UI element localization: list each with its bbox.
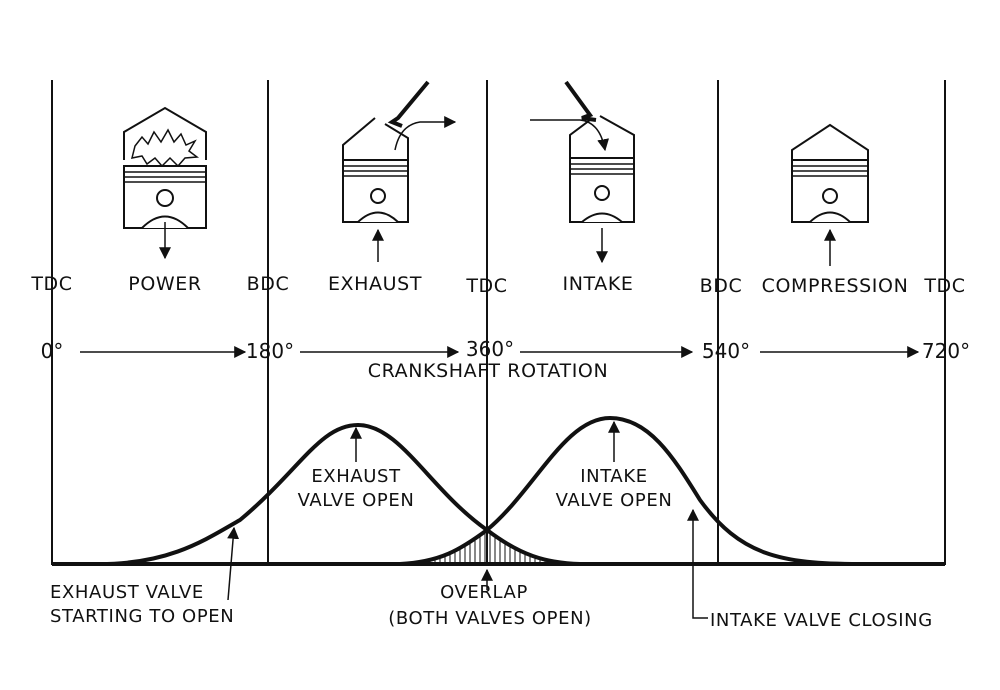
dc-label-2: BDC — [247, 273, 290, 295]
stroke-label-intake: INTAKE — [562, 273, 633, 295]
intake-stroke-piston — [530, 80, 635, 264]
dc-label-1: TDC — [30, 273, 72, 295]
intake-curve-label-line1: INTAKE — [580, 466, 647, 487]
exhaust-stroke-piston — [342, 80, 457, 262]
intake-closing-label: INTAKE VALVE CLOSING — [710, 610, 933, 631]
angle-label-720: 720° — [922, 339, 970, 363]
dc-label-5: TDC — [923, 275, 965, 297]
angle-labels: 0° 180° 360° 540° 720° — [41, 337, 970, 363]
angle-label-540: 540° — [702, 339, 750, 363]
stroke-labels: POWER EXHAUST INTAKE COMPRESSION — [128, 273, 909, 297]
dead-center-lines — [51, 80, 946, 565]
dc-label-4: BDC — [700, 275, 743, 297]
exhaust-start-annotation: EXHAUST VALVE STARTING TO OPEN — [50, 526, 240, 627]
power-stroke-piston — [123, 106, 207, 260]
intake-closing-leader — [687, 508, 708, 619]
intake-curve-label-line2: VALVE OPEN — [556, 490, 673, 511]
piston-illustrations — [123, 80, 869, 266]
stroke-label-compression: COMPRESSION — [762, 275, 909, 297]
overlap-annotation: OVERLAP (BOTH VALVES OPEN) — [388, 568, 592, 629]
stroke-label-power: POWER — [128, 273, 201, 295]
exhaust-curve-label-line1: EXHAUST — [311, 466, 401, 487]
dc-label-3: TDC — [465, 275, 507, 297]
exhaust-start-line2: STARTING TO OPEN — [50, 606, 234, 627]
crankshaft-rotation-label: CRANKSHAFT ROTATION — [368, 360, 609, 382]
exhaust-start-line1: EXHAUST VALVE — [50, 582, 204, 603]
exhaust-valve-curve — [52, 422, 581, 566]
overlap-label: OVERLAP — [440, 582, 528, 603]
intake-closing-annotation: INTAKE VALVE CLOSING — [687, 508, 933, 631]
dead-center-labels: TDC BDC TDC BDC TDC — [30, 273, 965, 297]
angle-label-0: 0° — [41, 339, 64, 363]
angle-label-180: 180° — [246, 339, 294, 363]
exhaust-start-arrow — [227, 526, 240, 601]
exhaust-curve-label-line2: VALVE OPEN — [298, 490, 415, 511]
stroke-label-exhaust: EXHAUST — [328, 273, 422, 295]
compression-stroke-piston — [791, 123, 869, 266]
angle-label-360: 360° — [466, 337, 514, 361]
intake-valve-curve — [399, 415, 945, 566]
overlap-sublabel: (BOTH VALVES OPEN) — [388, 608, 592, 629]
